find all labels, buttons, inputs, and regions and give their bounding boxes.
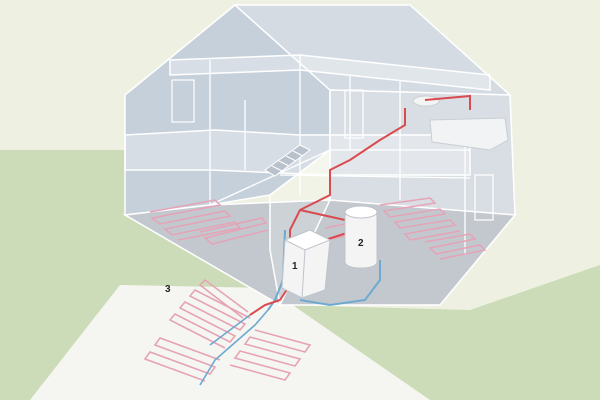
- collector-feed-pipe: [249, 299, 281, 316]
- label-ground-collector: 3: [165, 284, 171, 295]
- bathtub: [429, 117, 509, 151]
- gable-window: [171, 79, 195, 123]
- underfloor-heating-loops: [149, 197, 487, 260]
- ground-floor-door: [474, 174, 494, 221]
- staircase: [264, 144, 311, 177]
- ground-collector-loops: [143, 278, 312, 386]
- upper-door: [344, 89, 364, 139]
- heat-pump-unit: [281, 229, 332, 299]
- label-storage-tank: 2: [358, 238, 364, 249]
- label-heat-pump: 1: [292, 261, 298, 272]
- washbasin: [412, 95, 440, 107]
- interior-wall-lines: [209, 55, 471, 255]
- storage-tank: [344, 205, 378, 269]
